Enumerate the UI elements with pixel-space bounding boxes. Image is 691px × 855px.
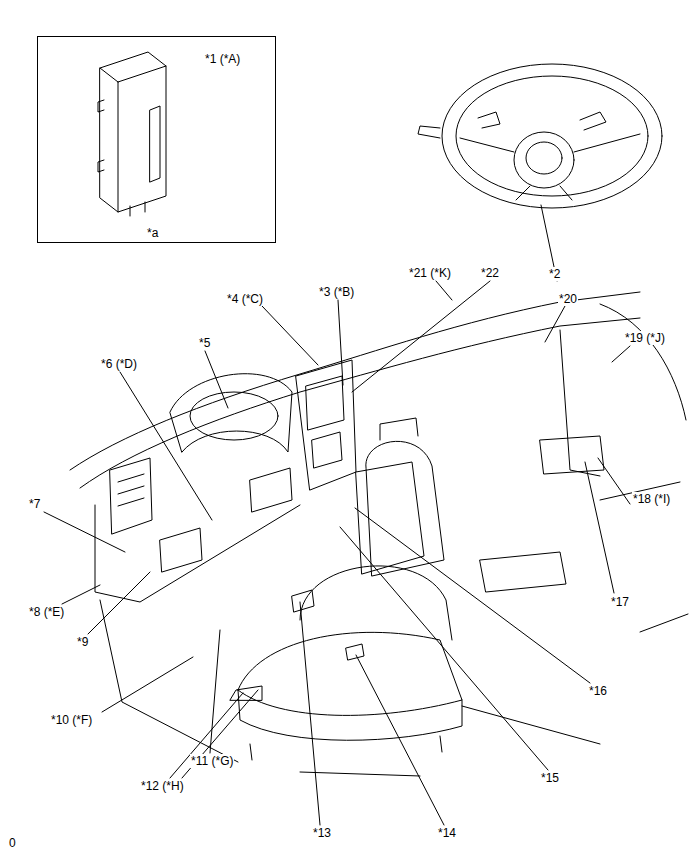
- callout-number: *17: [610, 595, 630, 609]
- dashboard-outline: [70, 292, 640, 602]
- callout-number: *21 (*K): [408, 266, 452, 280]
- label-anchor: *10 (*F): [50, 713, 93, 727]
- callout-number: *5: [198, 336, 211, 350]
- label-anchor: *2: [548, 267, 561, 281]
- label-anchor: *8 (*E): [28, 605, 65, 619]
- callout-number: *6 (*D): [100, 357, 138, 371]
- label-anchor: *16: [588, 684, 608, 698]
- callout-number: *4 (*C): [226, 292, 264, 306]
- callout-number: *11 (*G): [190, 754, 234, 768]
- callout-number: *19 (*J): [624, 331, 666, 345]
- leader-lines: [44, 205, 630, 825]
- label-anchor: *6 (*D): [100, 357, 138, 371]
- label-anchor: *4 (*C): [226, 292, 264, 306]
- callout-number: *12 (*H): [140, 779, 185, 793]
- callout-number: *13: [312, 826, 332, 840]
- text-anchor: *a: [146, 226, 159, 240]
- steering-wheel: [418, 64, 662, 208]
- callout-number: *1 (*A): [204, 52, 241, 66]
- inset-frame: *1 (*A) *a: [37, 36, 276, 243]
- callout-number: *9: [76, 635, 89, 649]
- label-anchor: *15: [540, 771, 560, 785]
- label-anchor: *12 (*H): [140, 779, 185, 793]
- label-anchor: *21 (*K): [408, 266, 452, 280]
- label-anchor: *13: [312, 826, 332, 840]
- label-anchor: *20: [558, 292, 578, 306]
- callout-number: *7: [28, 497, 41, 511]
- module-drawing: [98, 52, 166, 216]
- callout-number: *22: [480, 266, 500, 280]
- label-anchor: *17: [610, 595, 630, 609]
- label-anchor: *5: [198, 336, 211, 350]
- label-anchor: *9: [76, 635, 89, 649]
- callout-number: *16: [588, 684, 608, 698]
- label-anchor: *19 (*J): [624, 331, 666, 345]
- callout-number: *2: [548, 267, 561, 281]
- seat-outline: [230, 418, 462, 760]
- text-anchor: *1 (*A): [204, 52, 241, 66]
- label-anchor: *11 (*G): [190, 754, 234, 768]
- callout-number: *14: [437, 826, 457, 840]
- door-and-floor: [100, 304, 688, 776]
- label-anchor: *18 (*I): [632, 492, 671, 506]
- callout-number: *8 (*E): [28, 605, 65, 619]
- label-anchor: *7: [28, 497, 41, 511]
- view-letter: *a: [146, 226, 159, 240]
- label-anchor: *3 (*B): [318, 285, 355, 299]
- callout-number: *10 (*F): [50, 713, 93, 727]
- label-anchor: 0: [8, 836, 17, 850]
- callout-number: *15: [540, 771, 560, 785]
- figure-number: 0: [8, 836, 17, 850]
- callout-number: *18 (*I): [632, 492, 671, 506]
- label-anchor: *14: [437, 826, 457, 840]
- callout-number: *20: [558, 292, 578, 306]
- callout-number: *3 (*B): [318, 285, 355, 299]
- label-anchor: *22: [480, 266, 500, 280]
